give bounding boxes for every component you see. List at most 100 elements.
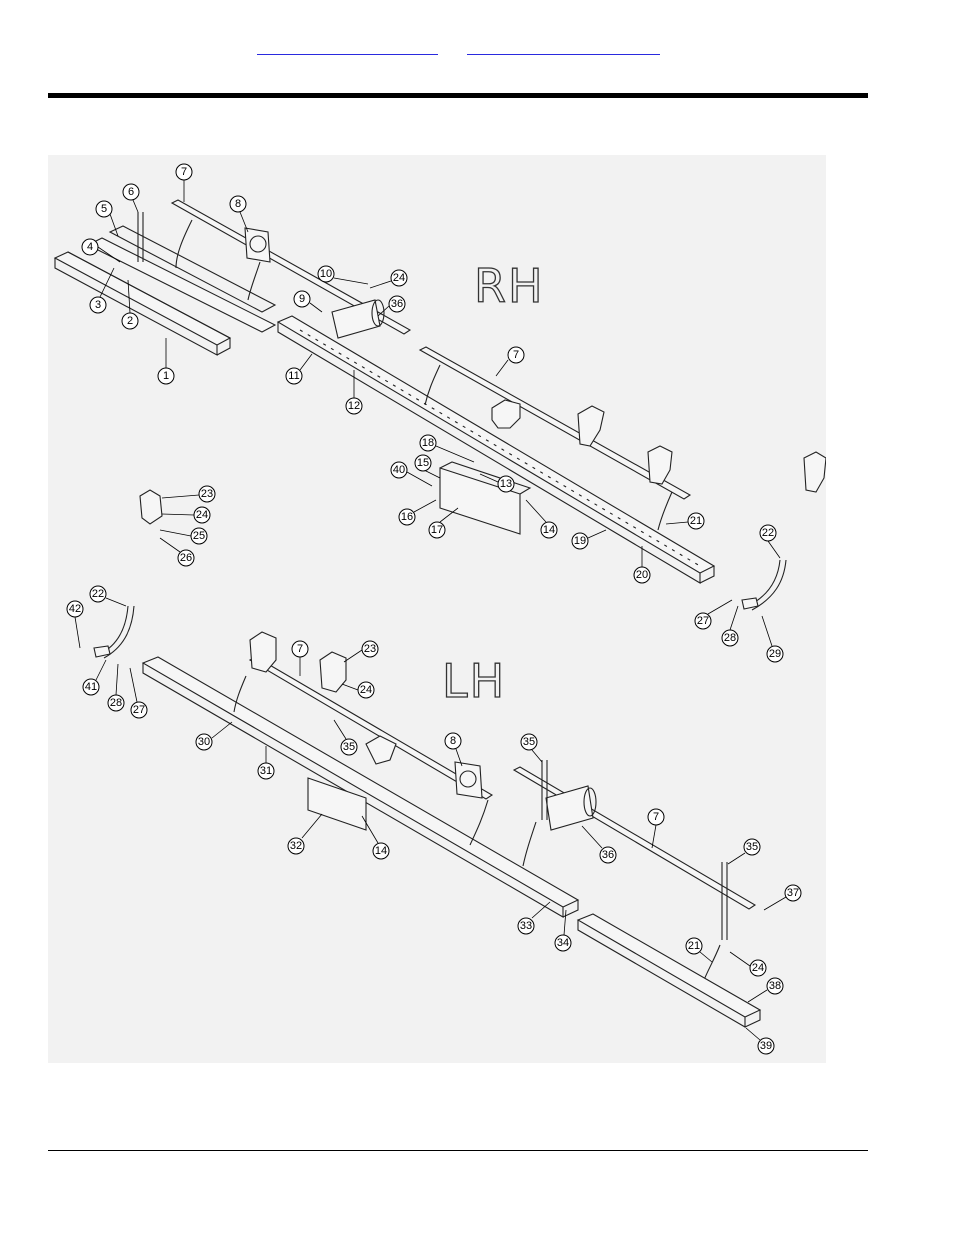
svg-text:21: 21	[690, 515, 702, 527]
svg-text:8: 8	[235, 198, 241, 210]
callout-rh-12: 12	[346, 370, 362, 414]
svg-text:16: 16	[401, 511, 413, 523]
header-link-2[interactable]	[467, 40, 660, 55]
callout-lh-31: 31	[258, 746, 274, 779]
svg-text:14: 14	[375, 845, 387, 857]
svg-text:28: 28	[724, 632, 736, 644]
svg-text:12: 12	[348, 400, 360, 412]
callout-lh-21: 21	[686, 938, 712, 962]
svg-text:7: 7	[513, 349, 519, 361]
callout-rh-29: 29	[762, 616, 783, 662]
callout-rh-26: 26	[160, 538, 194, 566]
callout-lh-39: 39	[746, 1028, 774, 1054]
svg-text:40: 40	[393, 464, 405, 476]
svg-text:22: 22	[92, 588, 104, 600]
svg-text:35: 35	[343, 741, 355, 753]
svg-text:27: 27	[133, 704, 145, 716]
callout-rh-14a: 14	[526, 500, 557, 538]
svg-text:38: 38	[769, 980, 781, 992]
callout-lh-22: 22	[90, 586, 126, 606]
svg-text:33: 33	[520, 920, 532, 932]
clamp-3	[648, 446, 672, 484]
svg-text:9: 9	[299, 293, 305, 305]
callout-rh-1: 1	[158, 338, 174, 384]
callout-rh-19: 19	[572, 530, 606, 549]
svg-text:8: 8	[450, 735, 456, 747]
svg-text:34: 34	[557, 937, 569, 949]
svg-text:23: 23	[364, 643, 376, 655]
callout-lh-24b: 24	[730, 952, 766, 976]
callout-rh-27: 27	[695, 600, 732, 629]
callout-rh-23: 23	[162, 486, 215, 502]
svg-text:41: 41	[85, 681, 97, 693]
callout-rh-16: 16	[399, 500, 436, 525]
svg-text:18: 18	[422, 437, 434, 449]
svg-text:6: 6	[128, 186, 134, 198]
svg-text:4: 4	[87, 241, 93, 253]
svg-text:42: 42	[69, 603, 81, 615]
svg-text:20: 20	[636, 569, 648, 581]
callout-lh-41: 41	[83, 660, 106, 695]
svg-text:17: 17	[431, 524, 443, 536]
callout-rh-10: 10	[318, 266, 368, 284]
callout-rh-15: 15	[415, 455, 440, 478]
callout-lh-7a: 7	[292, 641, 308, 676]
callout-lh-32: 32	[288, 814, 322, 854]
callout-rh-24a: 24	[370, 270, 407, 288]
header-link-1[interactable]	[257, 40, 438, 55]
callout-rh-36: 36	[378, 296, 405, 316]
part-38-channel	[578, 914, 760, 1017]
svg-text:30: 30	[198, 736, 210, 748]
callout-lh-30: 30	[196, 722, 232, 750]
callout-rh-5: 5	[96, 201, 118, 236]
svg-text:24: 24	[752, 962, 764, 974]
svg-text:7: 7	[297, 643, 303, 655]
rh-parts	[55, 200, 826, 610]
callout-rh-11: 11	[286, 354, 312, 384]
callout-rh-7b: 7	[496, 347, 524, 376]
part-23-clamp	[140, 490, 162, 524]
clamp-2	[578, 406, 604, 446]
svg-text:11: 11	[288, 370, 299, 382]
svg-text:29: 29	[769, 648, 781, 660]
svg-text:31: 31	[260, 765, 272, 777]
callout-lh-35a: 35	[334, 720, 357, 755]
callout-rh-21a: 21	[666, 513, 704, 529]
callout-lh-27: 27	[130, 668, 147, 718]
callout-rh-22: 22	[760, 525, 780, 558]
svg-text:15: 15	[417, 457, 429, 469]
part-12-channel	[278, 316, 714, 573]
callout-lh-36: 36	[582, 826, 616, 863]
svg-text:35: 35	[523, 736, 535, 748]
svg-text:5: 5	[101, 203, 107, 215]
svg-text:26: 26	[180, 552, 192, 564]
svg-text:3: 3	[95, 299, 101, 311]
callout-lh-14: 14	[362, 816, 389, 859]
clamp-1	[492, 400, 520, 428]
callout-lh-37: 37	[764, 885, 801, 910]
part-8-bracket-lh	[455, 762, 482, 798]
svg-text:21: 21	[688, 940, 700, 952]
svg-text:7: 7	[653, 811, 659, 823]
callout-rh-9: 9	[294, 291, 322, 312]
callout-lh-8: 8	[445, 733, 462, 766]
svg-text:36: 36	[391, 298, 403, 310]
lh-label: LH	[442, 654, 506, 708]
svg-text:22: 22	[762, 527, 774, 539]
callout-lh-24a: 24	[342, 682, 374, 698]
callout-lh-33: 33	[518, 902, 550, 934]
parts-diagram: RH LH	[48, 155, 826, 1063]
callout-rh-28: 28	[722, 606, 738, 646]
callout-lh-35c: 35	[728, 839, 760, 864]
svg-text:28: 28	[110, 697, 122, 709]
svg-text:19: 19	[574, 535, 586, 547]
svg-text:23: 23	[201, 488, 213, 500]
callout-lh-7b: 7	[648, 809, 664, 848]
callout-rh-24b: 24	[162, 507, 210, 523]
svg-text:37: 37	[787, 887, 799, 899]
svg-text:7: 7	[181, 166, 187, 178]
clamp-lh-2	[320, 652, 346, 692]
footer-rule	[48, 1150, 868, 1151]
svg-text:2: 2	[127, 315, 133, 327]
svg-text:25: 25	[193, 530, 205, 542]
